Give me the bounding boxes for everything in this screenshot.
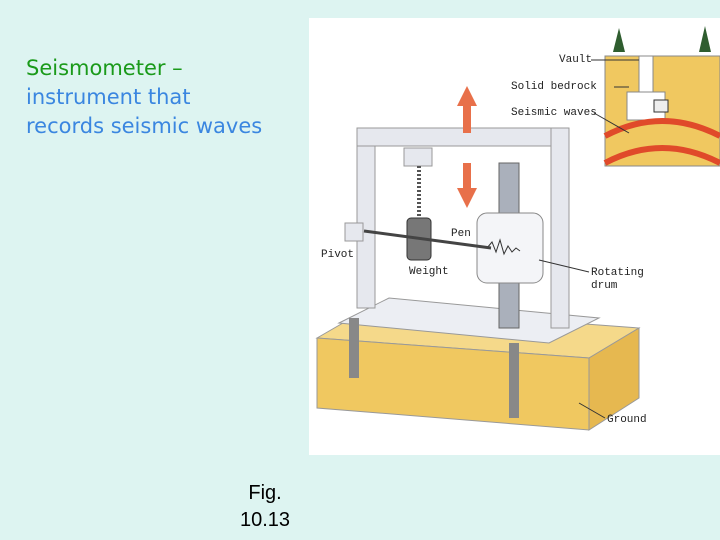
- fig-label: Fig.: [248, 482, 282, 504]
- tree-icon: [613, 28, 625, 52]
- ground-block: [315, 297, 641, 431]
- fig-number: 10.13: [240, 509, 291, 531]
- rotating-drum: [476, 212, 544, 284]
- label-weight: Weight: [409, 266, 449, 278]
- title-definition-line2: records seismic waves: [26, 114, 263, 138]
- title-definition-line1: instrument that: [26, 85, 191, 109]
- arrow-down-icon: [457, 163, 477, 208]
- title-term: Seismometer –: [26, 56, 183, 80]
- label-drum-1: Rotating: [591, 267, 644, 279]
- label-waves: Seismic waves: [511, 107, 597, 119]
- label-pen: Pen: [451, 228, 471, 240]
- figure-caption: Fig. 10.13: [240, 480, 290, 534]
- vault-inset: Vault Solid bedrock Seismic waves: [511, 26, 720, 167]
- label-ground: Ground: [607, 414, 647, 426]
- tree-icon: [699, 26, 711, 52]
- slide-title: Seismometer – instrument that records se…: [26, 54, 262, 141]
- frame: [344, 127, 570, 418]
- arrow-up-icon: [457, 86, 477, 133]
- label-bedrock: Solid bedrock: [511, 81, 597, 93]
- label-vault: Vault: [559, 54, 592, 66]
- label-pivot: Pivot: [321, 249, 354, 261]
- label-drum-2: drum: [591, 280, 618, 292]
- seismometer-diagram: Vault Solid bedrock Seismic waves Pivot …: [309, 18, 720, 455]
